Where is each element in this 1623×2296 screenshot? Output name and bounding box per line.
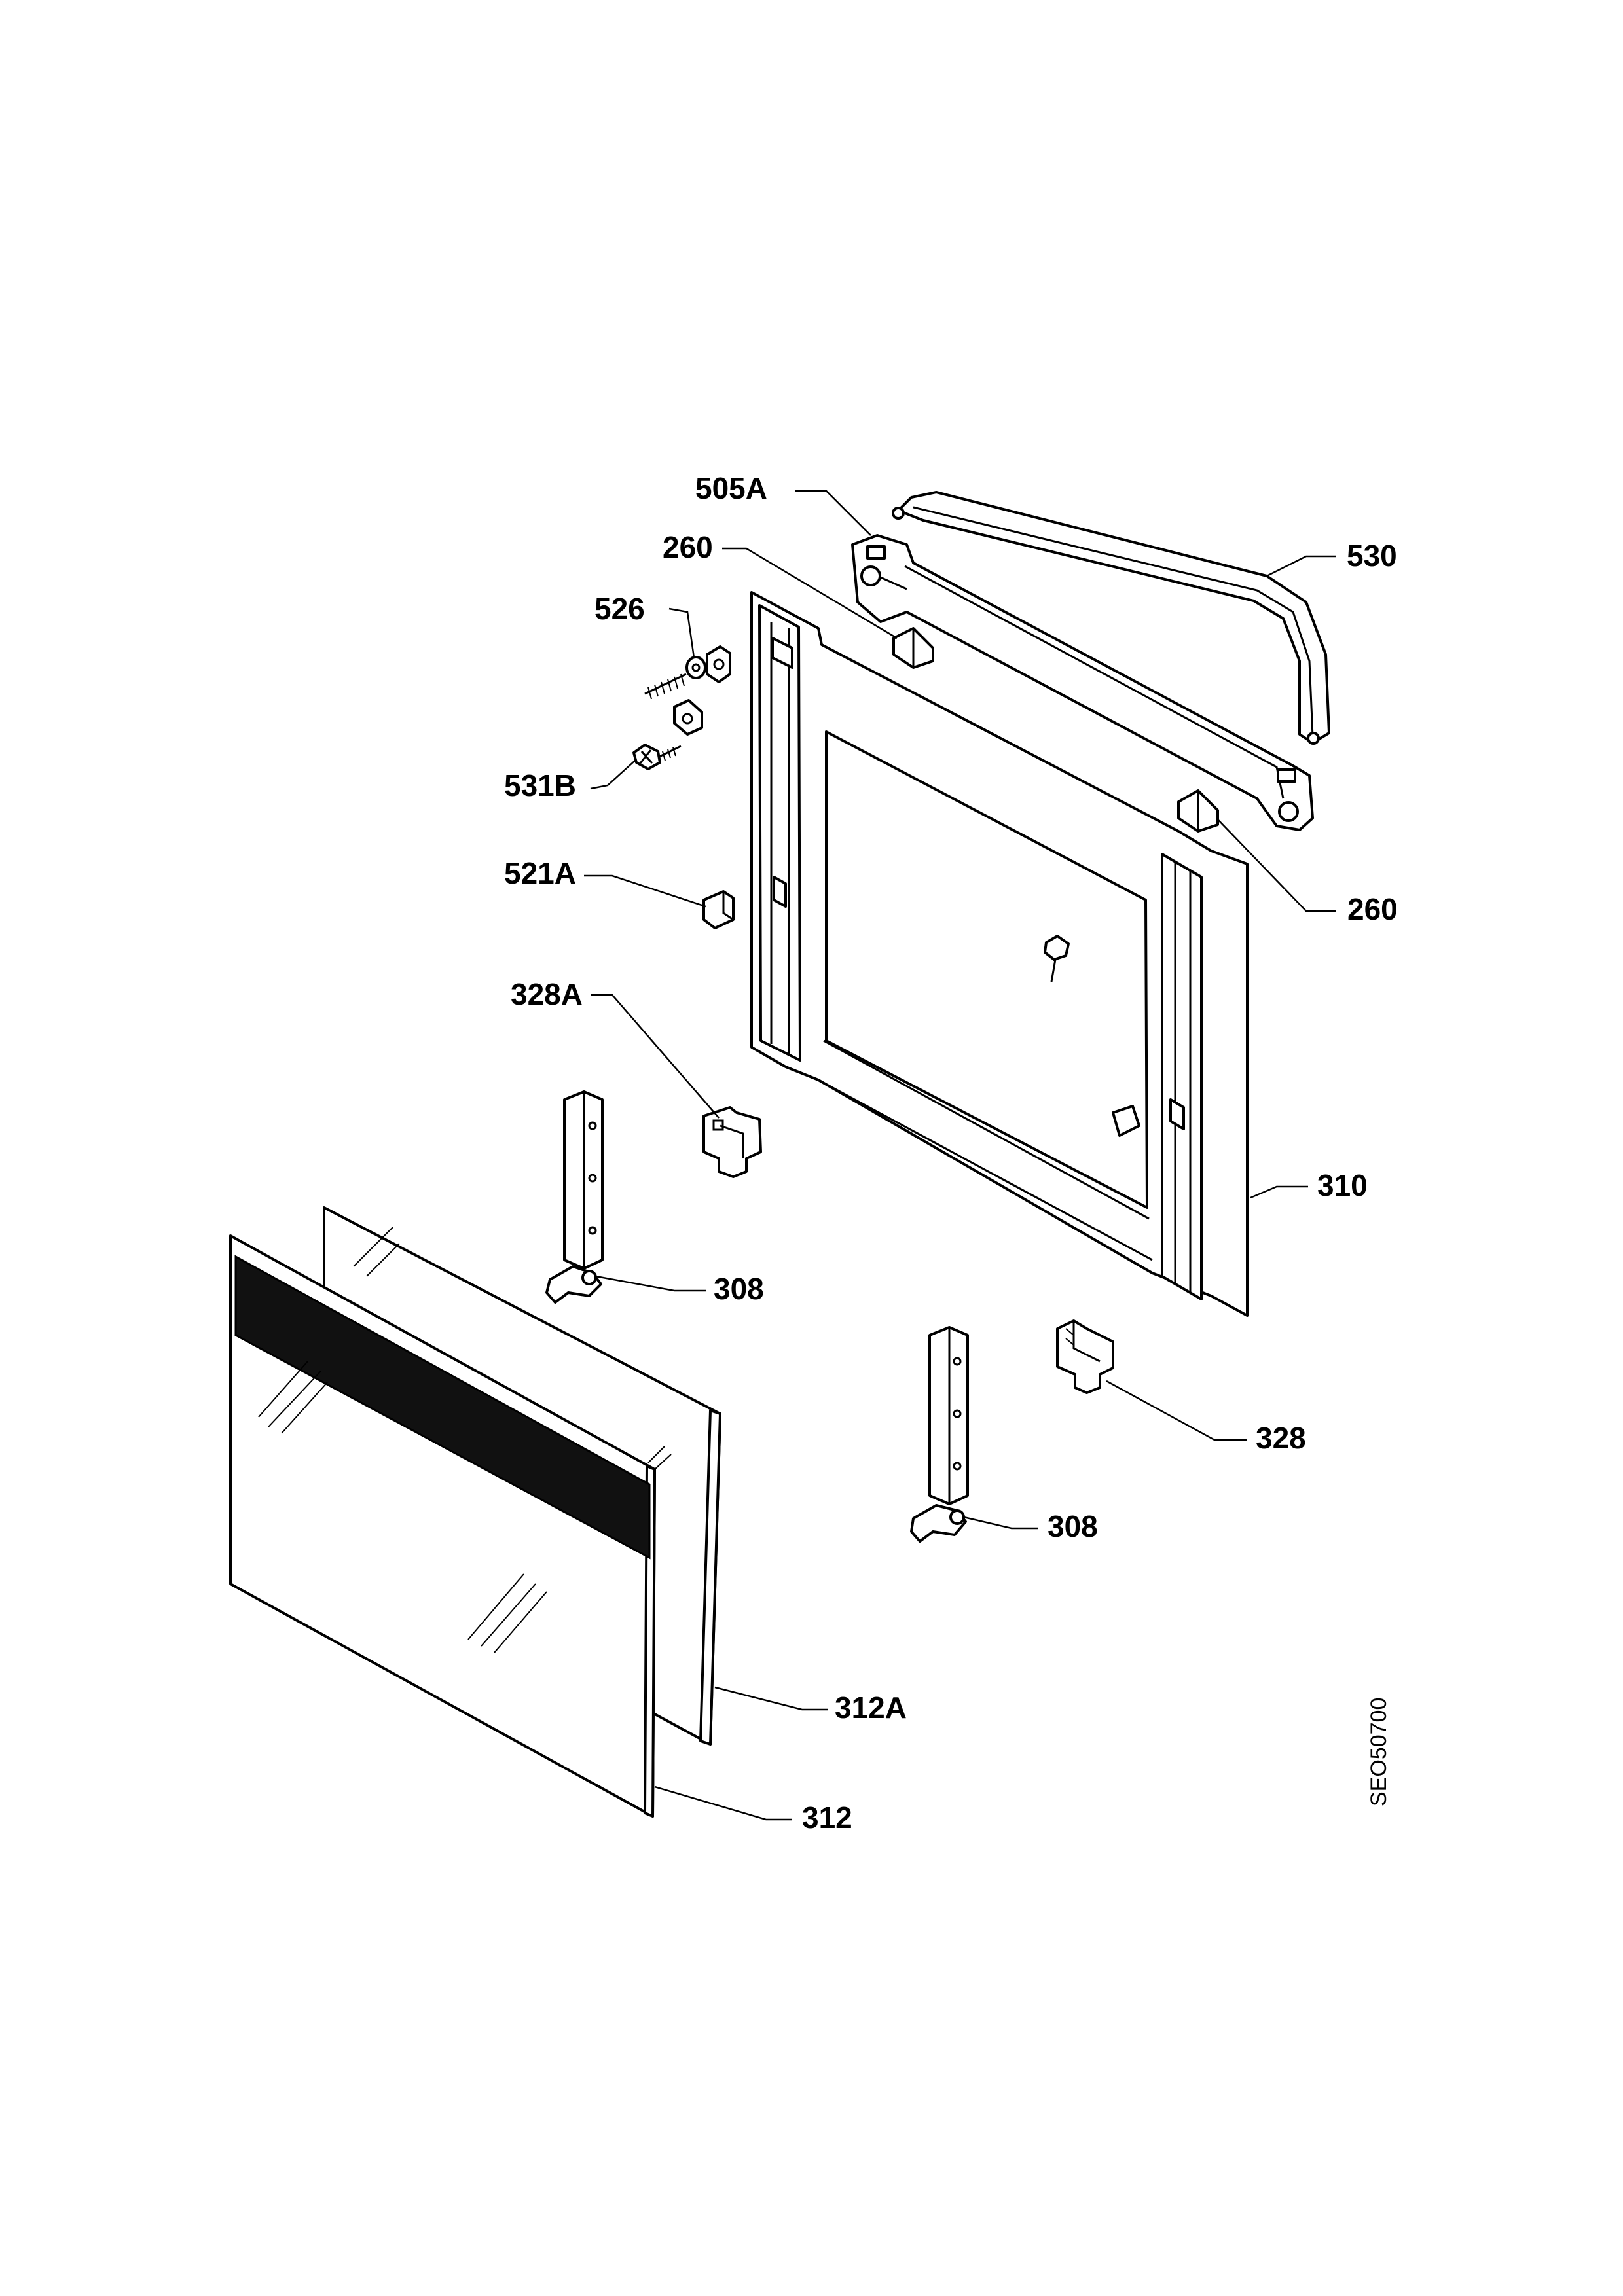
label-526: 526	[594, 592, 645, 626]
label-505A: 505A	[695, 471, 767, 505]
hinge-308-right	[910, 1326, 969, 1543]
nut-washer-526	[644, 645, 731, 700]
plug-521A	[702, 890, 735, 929]
drawing-code: SEO50700	[1366, 1698, 1391, 1806]
handle-support-505A	[851, 534, 1314, 831]
label-310: 310	[1317, 1168, 1368, 1202]
hinge-bracket-328	[1056, 1319, 1114, 1394]
label-260-right: 260	[1347, 892, 1398, 926]
label-530: 530	[1347, 539, 1397, 573]
label-260-top: 260	[663, 530, 713, 564]
clip-260-right	[1177, 789, 1219, 833]
label-308-right: 308	[1048, 1509, 1098, 1543]
label-312: 312	[802, 1801, 852, 1835]
outer-door-glass-312	[229, 1234, 656, 1818]
nut-clip	[673, 699, 703, 736]
label-328A: 328A	[511, 977, 583, 1011]
screw-531B	[632, 744, 682, 770]
label-531B: 531B	[504, 768, 576, 802]
hinge-bracket-328A	[702, 1106, 762, 1178]
label-308-left: 308	[714, 1272, 764, 1306]
label-521A: 521A	[504, 856, 576, 890]
clip-260-top	[892, 627, 934, 669]
label-312A: 312A	[835, 1691, 907, 1725]
handle-bar-530	[892, 491, 1330, 745]
leader-lines	[584, 490, 1336, 1821]
label-328: 328	[1256, 1421, 1306, 1455]
hinge-308-left	[545, 1090, 604, 1304]
inner-door-frame-310	[750, 591, 1249, 1317]
